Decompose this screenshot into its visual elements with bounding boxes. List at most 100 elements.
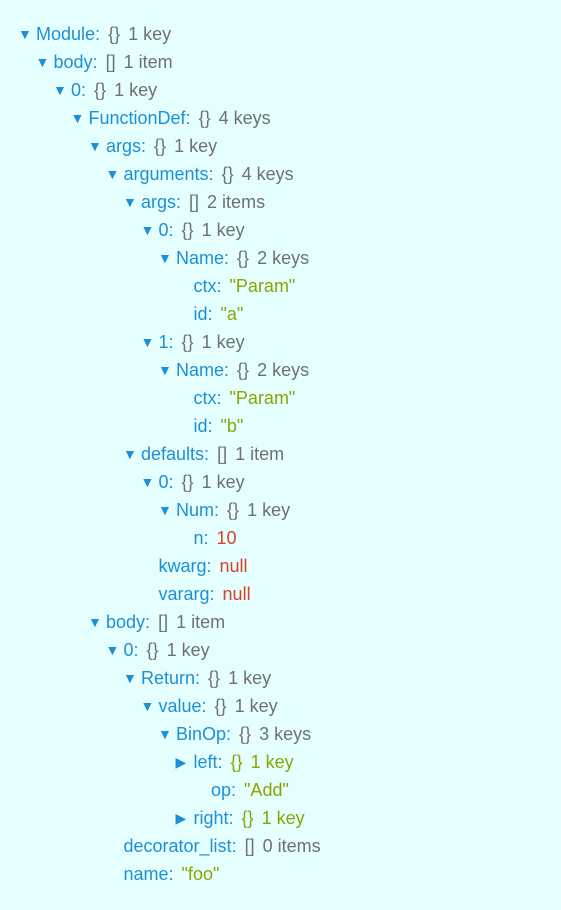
tree-row[interactable]: ▼FunctionDef:{}4 keys <box>0 104 561 132</box>
node-key[interactable]: args <box>141 192 177 212</box>
node-key[interactable]: left <box>193 752 218 772</box>
node-key[interactable]: defaults <box>141 444 205 464</box>
expand-down-icon[interactable]: ▼ <box>158 502 172 518</box>
tree-row[interactable]: ▼0:{}1 key <box>0 636 561 664</box>
key-separator: : <box>168 472 174 492</box>
expand-down-icon[interactable]: ▼ <box>140 474 155 490</box>
expand-right-icon[interactable]: ▶ <box>175 810 187 826</box>
tree-row[interactable]: ▼arguments:{}4 keys <box>0 160 561 188</box>
node-value: "Param" <box>229 276 296 296</box>
node-count: 1 key <box>128 24 172 44</box>
node-key[interactable]: value <box>158 696 202 716</box>
node-key[interactable]: Return <box>141 668 196 688</box>
expand-down-icon[interactable]: ▼ <box>88 138 102 154</box>
node-key[interactable]: 0 <box>71 80 82 100</box>
node-count: 0 items <box>262 836 321 856</box>
tree-row[interactable]: ▼body:[]1 item <box>0 608 561 636</box>
tree-row[interactable]: ▼args:{}1 key <box>0 132 561 160</box>
key-separator: : <box>214 500 220 520</box>
node-type-brackets: {} <box>146 640 159 660</box>
node-value: "b" <box>220 416 244 436</box>
expand-down-icon[interactable]: ▼ <box>158 726 172 742</box>
key-separator: : <box>95 24 101 44</box>
key-separator: : <box>133 640 139 660</box>
node-type-brackets: {} <box>214 696 227 716</box>
node-type-brackets: {} <box>108 24 121 44</box>
node-type-brackets: [] <box>105 52 116 72</box>
tree-row[interactable]: ▼Name:{}2 keys <box>0 356 561 384</box>
expand-down-icon[interactable]: ▼ <box>123 446 137 462</box>
node-type-brackets: {} <box>239 724 252 744</box>
expand-down-icon[interactable]: ▼ <box>123 194 137 210</box>
node-key[interactable]: Num <box>176 500 215 520</box>
tree-row[interactable]: ▼BinOp:{}3 keys <box>0 720 561 748</box>
tree-row[interactable]: ▼args:[]2 items <box>0 188 561 216</box>
node-key: vararg <box>158 584 210 604</box>
node-key[interactable]: arguments <box>123 164 209 184</box>
expand-down-icon[interactable]: ▼ <box>53 82 67 98</box>
key-separator: : <box>168 864 174 884</box>
node-type-brackets: {} <box>237 248 250 268</box>
expand-right-icon[interactable]: ▶ <box>175 754 187 770</box>
node-count: 1 key <box>250 752 294 772</box>
expand-down-icon[interactable]: ▼ <box>123 670 137 686</box>
node-count: 2 items <box>207 192 266 212</box>
node-key[interactable]: 0 <box>123 640 134 660</box>
expand-down-icon[interactable]: ▼ <box>35 54 50 70</box>
tree-row[interactable]: ▼0:{}1 key <box>0 468 561 496</box>
node-count: 1 key <box>261 808 305 828</box>
node-key[interactable]: Module <box>36 24 96 44</box>
expand-down-icon[interactable]: ▼ <box>140 698 155 714</box>
tree-row[interactable]: ▼Name:{}2 keys <box>0 244 561 272</box>
node-type-brackets: {} <box>154 136 167 156</box>
expand-down-icon[interactable]: ▼ <box>158 250 172 266</box>
expand-down-icon[interactable]: ▼ <box>70 110 85 126</box>
tree-row[interactable]: ▶left:{}1 key <box>0 748 561 776</box>
node-type-brackets: [] <box>158 612 169 632</box>
node-value: "Param" <box>229 388 296 408</box>
tree-row[interactable]: ▼0:{}1 key <box>0 216 561 244</box>
node-key[interactable]: right <box>193 808 229 828</box>
node-key[interactable]: Name <box>176 248 225 268</box>
tree-row: decorator_list:[]0 items <box>0 832 561 860</box>
tree-row: id:"a" <box>0 300 561 328</box>
node-key[interactable]: 0 <box>158 472 169 492</box>
node-key: ctx <box>193 388 217 408</box>
tree-row[interactable]: ▶right:{}1 key <box>0 804 561 832</box>
node-type-brackets: {} <box>181 332 194 352</box>
expand-down-icon[interactable]: ▼ <box>18 26 32 42</box>
node-key[interactable]: body <box>106 612 146 632</box>
node-value: "foo" <box>181 864 220 884</box>
key-separator: : <box>168 332 174 352</box>
node-key[interactable]: BinOp <box>176 724 227 744</box>
expand-down-icon[interactable]: ▼ <box>105 166 120 182</box>
node-key: id <box>193 416 208 436</box>
tree-row: kwarg:null <box>0 552 561 580</box>
tree-row[interactable]: ▼Return:{}1 key <box>0 664 561 692</box>
node-key[interactable]: 1 <box>158 332 169 352</box>
tree-row[interactable]: ▼value:{}1 key <box>0 692 561 720</box>
expand-down-icon[interactable]: ▼ <box>158 362 172 378</box>
node-key: name <box>123 864 169 884</box>
key-separator: : <box>195 668 201 688</box>
node-key[interactable]: body <box>53 52 93 72</box>
tree-row[interactable]: ▼body:[]1 item <box>0 48 561 76</box>
tree-row[interactable]: ▼defaults:[]1 item <box>0 440 561 468</box>
expand-down-icon[interactable]: ▼ <box>140 334 155 350</box>
node-key[interactable]: Name <box>176 360 225 380</box>
node-key: n <box>193 528 204 548</box>
node-key[interactable]: args <box>106 136 142 156</box>
node-key[interactable]: 0 <box>158 220 169 240</box>
tree-row[interactable]: ▼Module: {} 1 key <box>0 20 561 48</box>
expand-down-icon[interactable]: ▼ <box>140 222 155 238</box>
expand-down-icon[interactable]: ▼ <box>105 642 120 658</box>
tree-row[interactable]: ▼Num:{}1 key <box>0 496 561 524</box>
node-count: 2 keys <box>257 360 310 380</box>
tree-row[interactable]: ▼0:{}1 key <box>0 76 561 104</box>
key-separator: : <box>145 612 151 632</box>
node-count: 2 keys <box>257 248 310 268</box>
expand-down-icon[interactable]: ▼ <box>88 614 102 630</box>
node-key[interactable]: FunctionDef <box>88 108 186 128</box>
node-type-brackets: [] <box>217 444 228 464</box>
tree-row[interactable]: ▼1:{}1 key <box>0 328 561 356</box>
